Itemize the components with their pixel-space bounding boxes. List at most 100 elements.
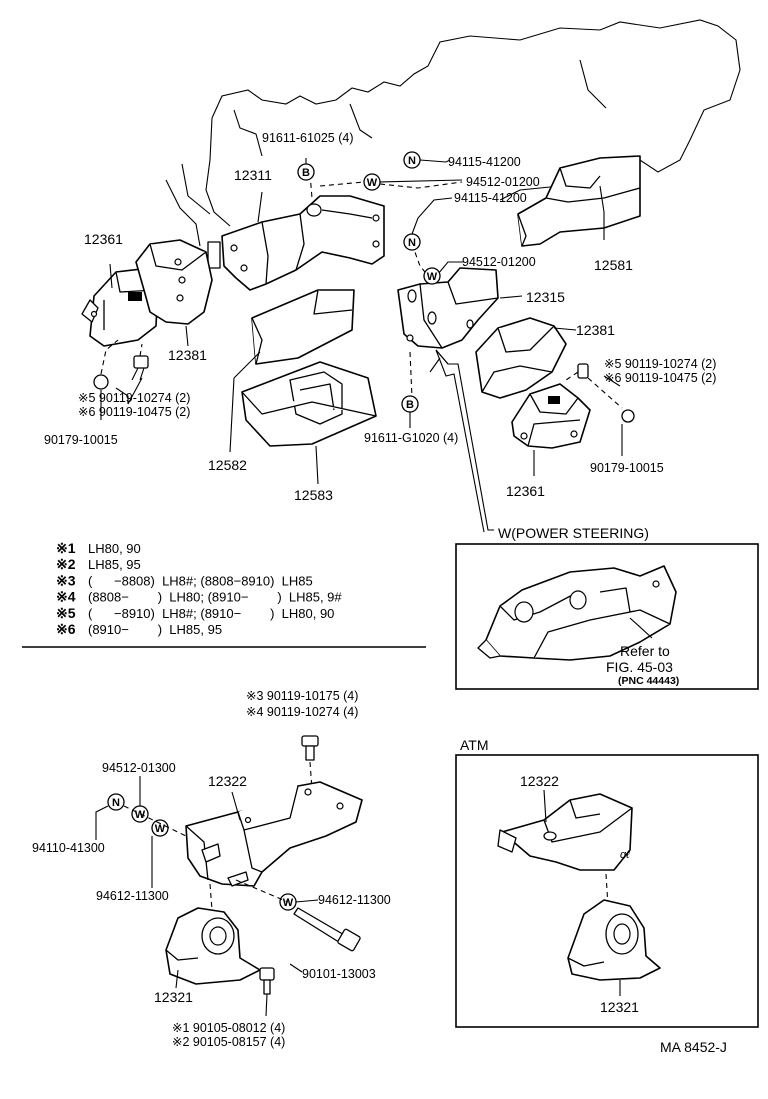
label-12315: 12315 xyxy=(526,289,565,305)
bracket-12315 xyxy=(397,267,499,349)
bolt-91611-61025 xyxy=(309,173,365,199)
notes-list: ※1 LH80, 90 ※2 LH85, 95 ※3 ( −8808) LH8#; (88… xyxy=(56,540,342,637)
label-94110-41300: 94110-41300 xyxy=(32,841,105,855)
connectors-top xyxy=(100,158,623,485)
refer-leader xyxy=(629,617,653,639)
bolt-90101-13003 xyxy=(293,907,361,952)
label-12361-left: 12361 xyxy=(84,231,123,247)
bolt-right-5-6 xyxy=(565,363,635,423)
engine-outline xyxy=(165,19,741,247)
bracket-12311 xyxy=(207,195,385,291)
label-91611-61025: 91611-61025 (4) xyxy=(262,131,354,145)
marker-b-top: B xyxy=(297,163,315,181)
note-text: (8808− ) LH80; (8910− ) LH85, 9# xyxy=(88,590,342,605)
label-pnc-ref: (PNC 44443) xyxy=(618,675,679,687)
insulator-12361-right xyxy=(511,383,591,449)
label-1-bolt: ※1 90105-08012 (4) xyxy=(172,1021,285,1035)
atm-bracket-12322: ɑℓ xyxy=(497,793,633,871)
label-12322: 12322 xyxy=(208,773,247,789)
label-12381-right: 12381 xyxy=(576,322,615,338)
bolt-left-5-6 xyxy=(93,339,149,390)
svg-text:W: W xyxy=(427,271,438,283)
note-text: ( −8808) LH8#; (8808−8910) LH85 xyxy=(88,573,313,588)
label-94512-mid: 94512-01200 xyxy=(462,255,536,269)
svg-text:B: B xyxy=(302,167,310,179)
label-94612-right: 94612-11300 xyxy=(318,893,391,907)
shield-12581 xyxy=(517,155,641,247)
atm-leader-12322 xyxy=(543,789,547,823)
atm-insulator-12321 xyxy=(567,899,661,981)
marker-w-mid: W xyxy=(423,267,441,285)
label-12381-left: 12381 xyxy=(168,347,207,363)
power-steering-arrow xyxy=(429,349,494,533)
label-atm-12322: 12322 xyxy=(520,773,559,789)
svg-text:N: N xyxy=(408,155,416,167)
label-90179-right: 90179-10015 xyxy=(590,461,664,475)
label-94612-left: 94612-11300 xyxy=(96,889,169,903)
label-6-right: ※6 90119-10475 (2) xyxy=(604,371,716,385)
note-mark: ※4 xyxy=(56,589,76,605)
label-ma-code: MA 8452-J xyxy=(660,1039,727,1055)
label-91611-g1020: 91611-G1020 (4) xyxy=(364,431,458,445)
svg-text:W: W xyxy=(155,823,166,835)
bracket-12322 xyxy=(185,781,363,887)
insulator-12321 xyxy=(165,907,261,985)
label-12583: 12583 xyxy=(294,487,333,503)
label-94115-mid: 94115-41200 xyxy=(454,191,527,205)
svg-text:W: W xyxy=(283,897,294,909)
svg-text:W: W xyxy=(367,177,378,189)
insulator-12381-left xyxy=(135,239,213,325)
label-12582: 12582 xyxy=(208,457,247,473)
label-12311: 12311 xyxy=(234,167,272,183)
label-12581: 12581 xyxy=(594,257,633,273)
note-mark: ※2 xyxy=(56,556,76,572)
label-94512-top: 94512-01200 xyxy=(466,175,540,189)
svg-text:B: B xyxy=(406,399,414,411)
label-12361-right: 12361 xyxy=(506,483,545,499)
insulator-12361-left xyxy=(81,267,159,347)
label-94115-top: 94115-41200 xyxy=(448,155,521,169)
label-atm-12321: 12321 xyxy=(600,999,639,1015)
label-6-left: ※6 90119-10475 (2) xyxy=(78,405,190,419)
label-3-bolt: ※3 90119-10175 (4) xyxy=(246,689,358,703)
label-2-bolt: ※2 90105-08157 (4) xyxy=(172,1035,285,1049)
note-mark: ※5 xyxy=(56,605,76,621)
cover-12582 xyxy=(251,289,355,365)
label-5-right: ※5 90119-10274 (2) xyxy=(604,357,716,371)
bolt-1-2 xyxy=(259,967,275,1017)
bolt-3-4 xyxy=(301,735,319,791)
atm-box xyxy=(455,754,759,1028)
note-mark: ※6 xyxy=(56,621,76,637)
stopper-12583 xyxy=(241,361,377,447)
note-text: LH80, 90 xyxy=(88,541,141,556)
label-94512-01300: 94512-01300 xyxy=(102,761,176,775)
marker-w-top: W xyxy=(363,173,381,191)
svg-text:N: N xyxy=(408,237,416,249)
svg-text:ɑℓ: ɑℓ xyxy=(620,849,630,861)
svg-text:W: W xyxy=(135,809,146,821)
note-text: ( −8910) LH8#; (8910− ) LH80, 90 xyxy=(88,606,334,621)
label-90179-left: 90179-10015 xyxy=(44,433,118,447)
label-w-power-steering: W(POWER STEERING) xyxy=(498,525,649,541)
label-atm: ATM xyxy=(460,737,489,753)
marker-n-top: N xyxy=(403,151,421,169)
insulator-12381-right xyxy=(475,317,567,399)
note-mark: ※3 xyxy=(56,572,76,588)
label-fig-ref: FIG. 45-03 xyxy=(606,659,673,675)
label-4-bolt: ※4 90119-10274 (4) xyxy=(246,705,358,719)
note-text: LH85, 95 xyxy=(88,557,141,572)
label-5-left: ※5 90119-10274 (2) xyxy=(78,391,190,405)
power-steering-box xyxy=(455,543,759,690)
label-12321: 12321 xyxy=(154,989,193,1005)
connectors-lower xyxy=(95,776,319,989)
note-mark: ※1 xyxy=(56,540,76,556)
power-steering-bracket xyxy=(477,565,677,661)
marker-b-mid: B xyxy=(401,395,419,413)
label-90101-13003: 90101-13003 xyxy=(302,967,376,981)
label-refer-to: Refer to xyxy=(620,643,670,659)
marker-n-mid: N xyxy=(403,233,421,251)
note-text: (8910− ) LH85, 95 xyxy=(88,622,222,637)
svg-text:N: N xyxy=(112,797,120,809)
